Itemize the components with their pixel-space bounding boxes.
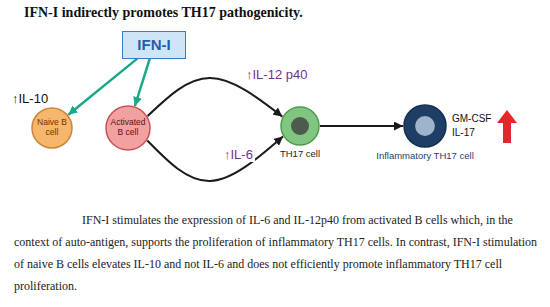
diagram-title: IFN-I indirectly promotes TH17 pathogeni… [24, 5, 303, 21]
node-label: Naive B cell [34, 118, 70, 138]
node-label: IFN-I [137, 36, 170, 53]
connector-arrow [148, 78, 283, 117]
annotation-label: ↑IL-10 [12, 91, 48, 106]
node-label: Inflammatory TH17 cell [376, 151, 474, 162]
connector-arrow [147, 136, 283, 181]
cell-body [106, 106, 150, 150]
node-label: TH17 cell [280, 149, 320, 160]
annotation-label: IL-17 [452, 127, 475, 138]
cell-outline [403, 104, 447, 148]
figure-caption: IFN-I stimulates the expression of IL-6 … [14, 209, 538, 297]
connector-arrow [135, 59, 150, 106]
activated-b-cell: Activated B cell [105, 105, 151, 151]
naive-b-cell: Naive B cell [31, 107, 73, 149]
inflammatory-th17-cell: Inflammatory TH17 cell [403, 104, 447, 148]
cell-nucleus [291, 117, 309, 135]
cell-outline [280, 106, 320, 146]
stimulus-box: IFN-I [122, 31, 185, 58]
connector-arrow [320, 125, 403, 127]
cell-body [32, 108, 72, 148]
cell-nucleus [415, 116, 435, 136]
node-label: Activated B cell [108, 118, 148, 138]
edge-label: ↑IL-6 [222, 147, 255, 162]
increase-arrow [497, 110, 517, 143]
cell-body [404, 105, 446, 147]
th17-cell: TH17 cell [280, 106, 320, 146]
cell-body [281, 107, 319, 145]
edge-label: ↑IL-12 p40 [244, 67, 309, 82]
annotation-label: GM-CSF [452, 113, 491, 124]
